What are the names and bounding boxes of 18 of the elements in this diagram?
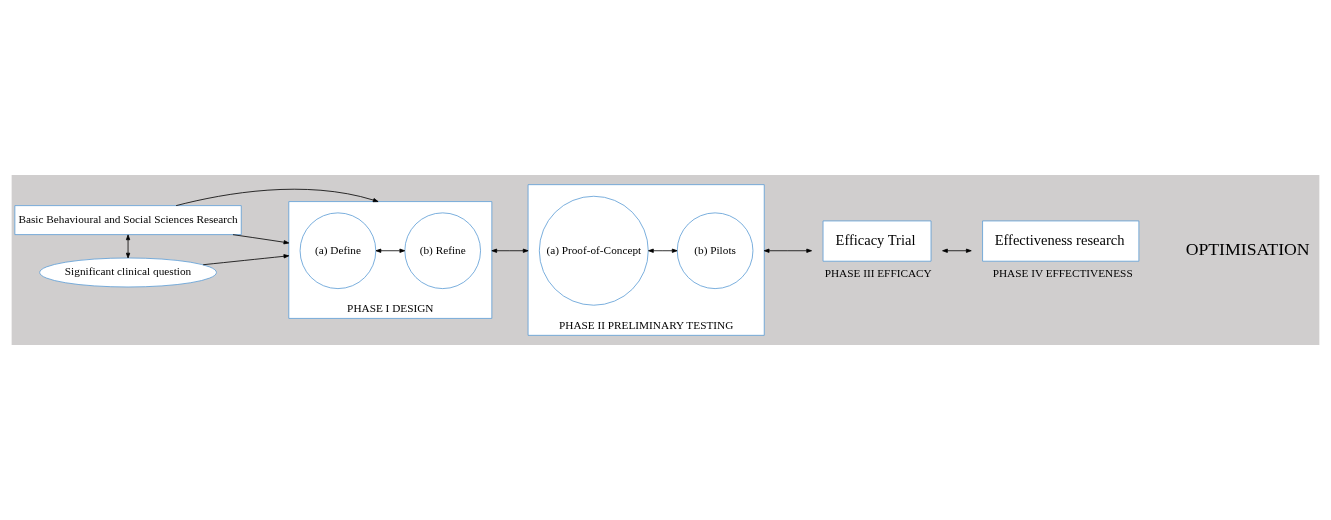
node-label: PHASE IV EFFECTIVENESS — [992, 266, 1133, 279]
arrow — [202, 254, 290, 266]
arrow — [175, 188, 379, 206]
arrow — [491, 248, 529, 253]
arrow — [232, 234, 290, 245]
arrow — [942, 248, 972, 253]
arrow — [125, 234, 131, 259]
node-circle: (a) Define — [299, 212, 377, 289]
node-circle: (b) Pilots — [676, 212, 754, 289]
arrow — [763, 248, 812, 253]
label: OPTIMISATION — [1185, 239, 1310, 260]
arrow — [648, 248, 678, 253]
arrow — [375, 248, 406, 253]
node-box: Basic Behavioural and Social Sciences Research — [14, 205, 242, 236]
node-label: PHASE III EFFICACY — [824, 266, 932, 279]
node-circle: (b) Refine — [404, 212, 481, 289]
node-circle: (a) Proof-of-Concept — [538, 195, 649, 306]
node-ellipse: Significant clinical question — [39, 257, 217, 288]
